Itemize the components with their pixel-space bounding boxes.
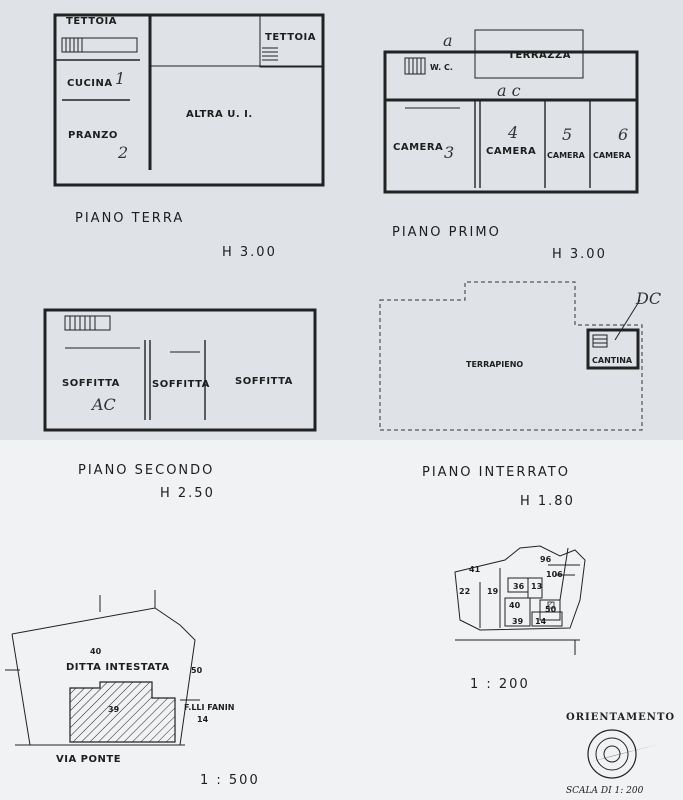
piano-secondo-plan: SOFFITTA SOFFITTA SOFFITTA AC PIANO SECO…: [43, 308, 317, 501]
ditta-intestata-label: DITTA INTESTATA: [66, 662, 170, 673]
note-2: 2: [117, 143, 128, 162]
lower-paper: [0, 440, 683, 800]
parcel-50: 50: [545, 605, 557, 614]
parcel-96: 96: [540, 555, 552, 564]
soffitta-2-label: SOFFITTA: [152, 379, 210, 390]
orientamento-title: ORIENTAMENTO: [566, 712, 675, 723]
piano-primo-title: PIANO PRIMO: [392, 225, 501, 240]
wc-label: W. C.: [430, 63, 453, 72]
site-map-500: 40 DITTA INTESTATA 50 39 F.LLI FANIN 14 …: [5, 590, 260, 788]
orientamento-block: ORIENTAMENTO SCALA DI 1: 200: [566, 712, 675, 796]
scale-200-label: 1 : 200: [470, 677, 530, 692]
cantina-outline: [586, 328, 640, 370]
camera-1-label: CAMERA: [393, 142, 443, 153]
camera-3-label: CAMERA: [547, 151, 586, 160]
camera-2-label: CAMERA: [486, 146, 536, 157]
fanin-label: F.LLI FANIN: [184, 703, 234, 712]
piano-primo-outline: [383, 50, 639, 194]
parcel-13: 13: [531, 582, 542, 591]
scale-500-label: 1 : 500: [200, 773, 260, 788]
via-ponte-label: VIA PONTE: [56, 754, 121, 765]
scala-label: SCALA DI 1: 200: [566, 786, 644, 796]
parcel-39-hatched: [69, 681, 176, 743]
piano-secondo-height: H 2.50: [160, 486, 215, 501]
piano-primo-height: H 3.00: [552, 247, 607, 262]
note-ac: a c: [497, 81, 521, 100]
note-6: 6: [618, 125, 628, 144]
piano-secondo-outline: [43, 308, 317, 432]
parcel-14: 14: [535, 617, 547, 626]
piano-interrato-height: H 1.80: [520, 494, 575, 509]
note-4: 4: [507, 123, 518, 142]
site-map-200: 41 22 19 36 13 40 39 14 50 96 106 1 : 20…: [454, 545, 586, 692]
parcel-41: 41: [469, 565, 481, 574]
map500-50: 50: [191, 666, 203, 675]
piano-secondo-title: PIANO SECONDO: [78, 463, 214, 478]
piano-terra-outline: [53, 13, 325, 187]
note-5: 5: [562, 125, 572, 144]
parcel-36: 36: [513, 582, 525, 591]
soffitta-1-label: SOFFITTA: [62, 378, 120, 389]
parcel-22: 22: [459, 587, 470, 596]
parcel-19: 19: [487, 587, 499, 596]
camera-4-label: CAMERA: [593, 151, 632, 160]
parcel-106: 106: [546, 570, 563, 579]
terrapieno-outline: [379, 281, 643, 431]
note-1: 1: [115, 69, 125, 88]
compass-icon: [587, 729, 660, 779]
tettoia-right-label: TETTOIA: [265, 32, 316, 43]
piano-interrato-title: PIANO INTERRATO: [422, 465, 570, 480]
terrazza-label: TERRAZZA: [508, 50, 571, 61]
terrapieno-label: TERRAPIENO: [466, 360, 523, 369]
map500-14: 14: [197, 715, 209, 724]
piano-primo-plan: W. C. TERRAZZA CAMERA CAMERA CAMERA CAME…: [383, 29, 639, 262]
cantina-label: CANTINA: [592, 356, 633, 365]
piano-terra-height: H 3.00: [222, 245, 277, 260]
note-ac-secondo: AC: [90, 395, 116, 414]
pranzo-label: PRANZO: [68, 130, 118, 141]
altra-ui-label: ALTRA U. I.: [186, 109, 253, 120]
map500-39: 39: [108, 705, 120, 714]
note-dc: DC: [635, 289, 661, 308]
piano-interrato-plan: TERRAPIENO CANTINA DC PIANO INTERRATO H …: [379, 281, 661, 509]
map500-40: 40: [90, 647, 102, 656]
soffitta-3-label: SOFFITTA: [235, 376, 293, 387]
cucina-label: CUCINA: [67, 78, 113, 89]
parcel-40: 40: [509, 601, 521, 610]
piano-terra-plan: TETTOIA TETTOIA CUCINA PRANZO ALTRA U. I…: [53, 13, 325, 260]
piano-terra-title: PIANO TERRA: [75, 211, 184, 226]
upper-paper: [0, 0, 683, 440]
note-a: a: [443, 31, 453, 50]
note-3: 3: [444, 143, 454, 162]
parcel-39: 39: [512, 617, 524, 626]
tettoia-left-label: TETTOIA: [66, 16, 117, 27]
